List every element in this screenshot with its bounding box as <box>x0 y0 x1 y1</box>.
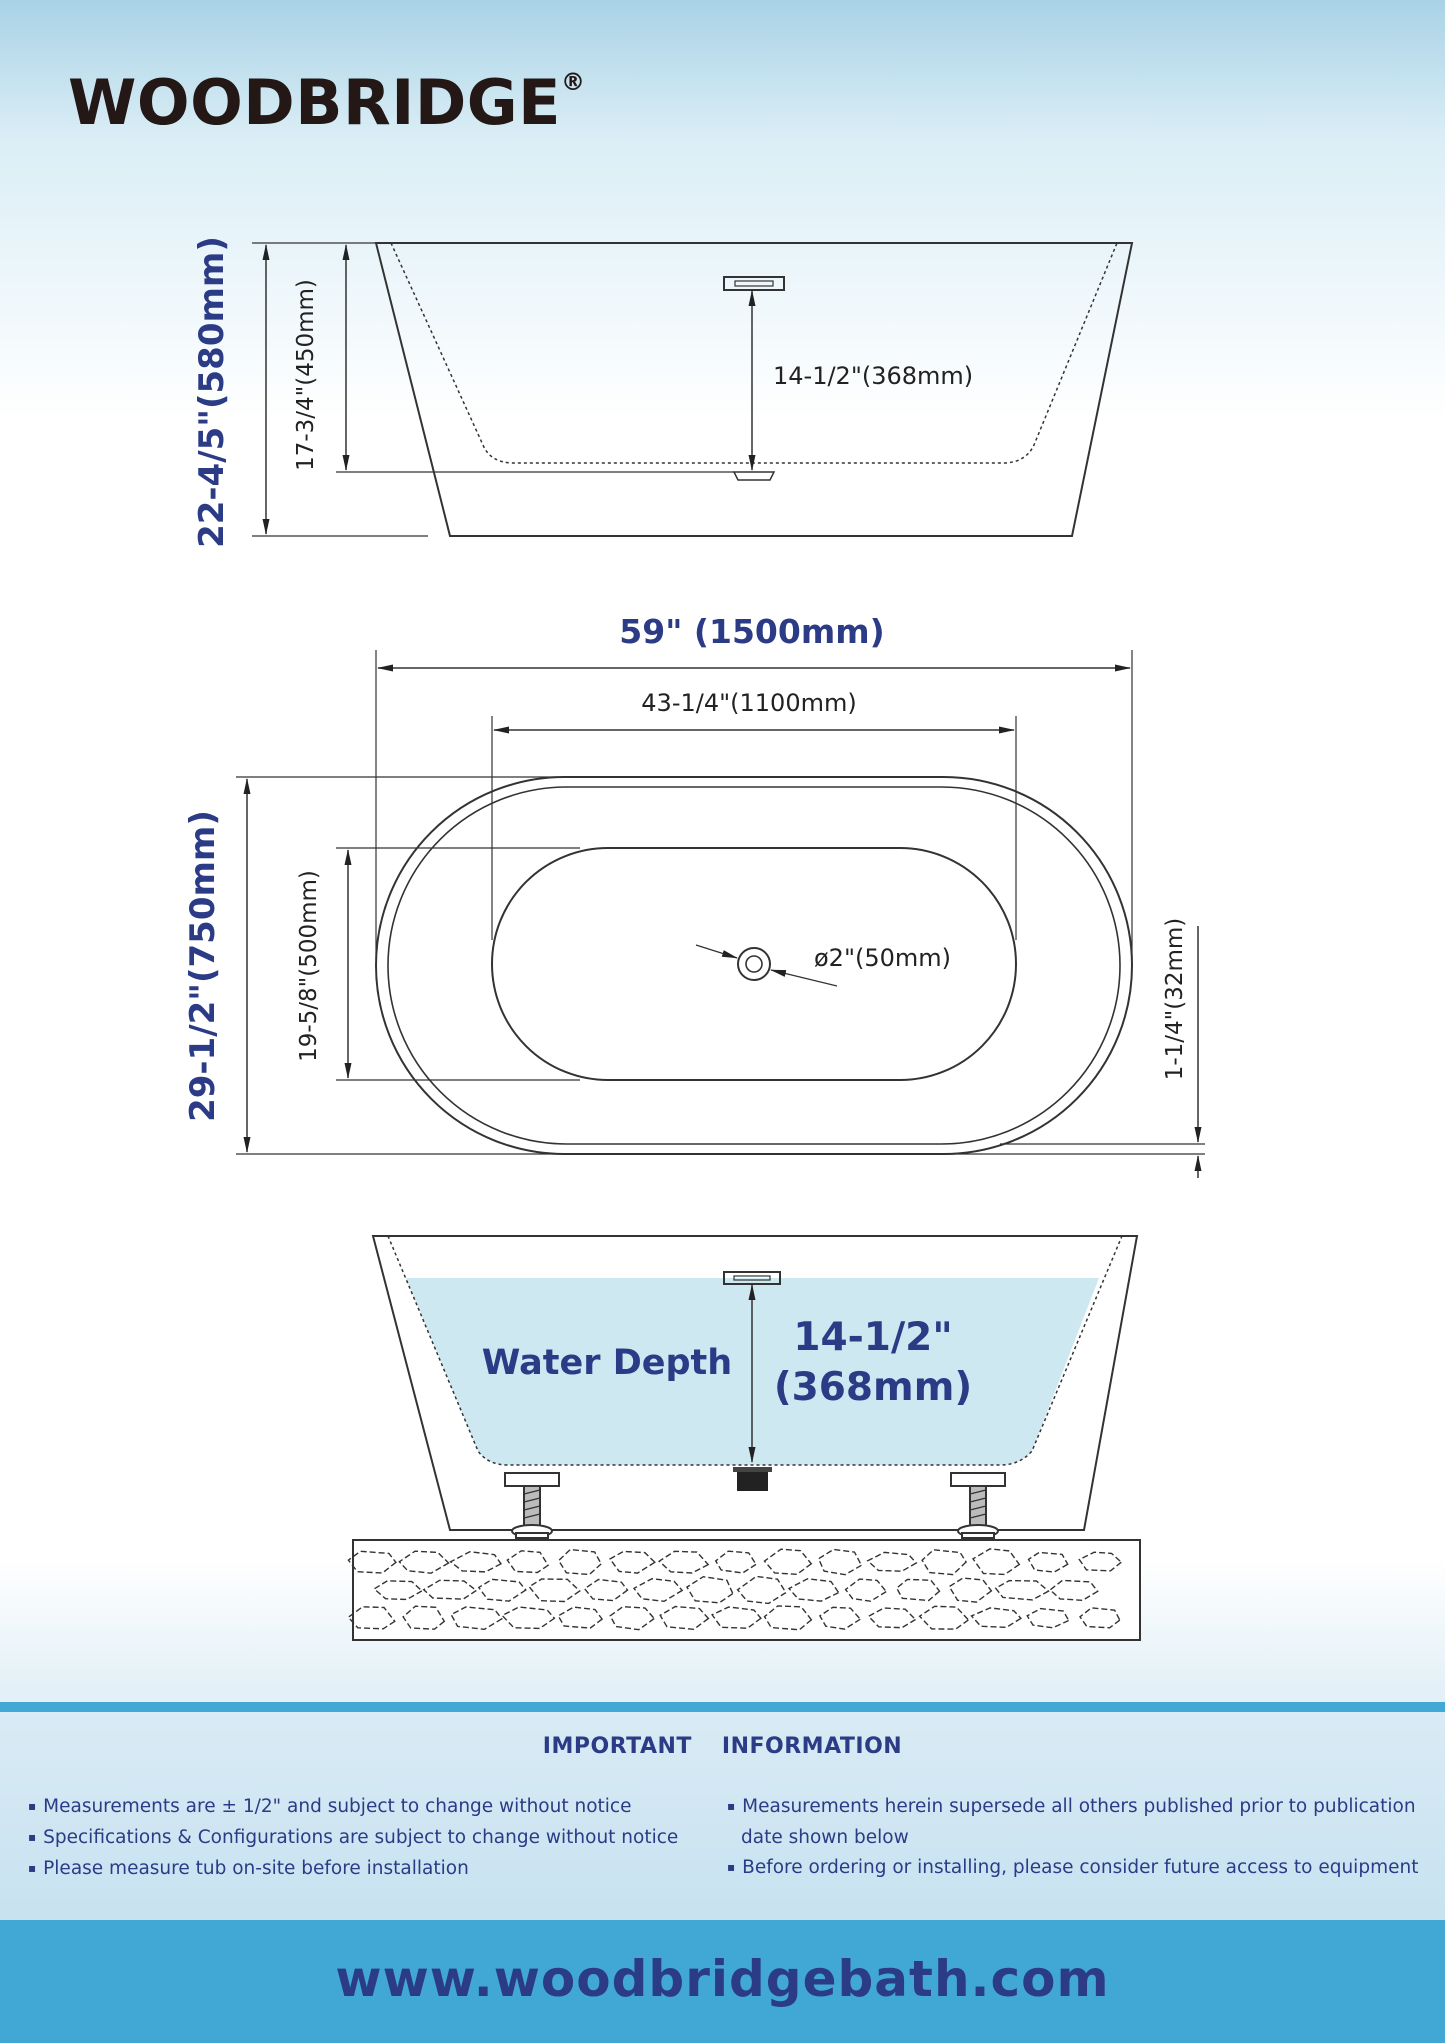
stone <box>659 1605 710 1631</box>
info-item: Measurements are ± 1/2" and subject to c… <box>28 1792 718 1823</box>
stone <box>557 1606 604 1629</box>
stone <box>477 1578 527 1602</box>
overflow-depth-label: 14-1/2"(368mm) <box>773 362 973 390</box>
water-depth-view <box>347 1235 1141 1641</box>
stone <box>583 1578 629 1602</box>
overall-length-label: 59" (1500mm) <box>619 612 884 651</box>
stone <box>763 1548 813 1576</box>
water-depth-label: Water Depth <box>482 1343 732 1383</box>
stone <box>398 1550 450 1574</box>
website-link[interactable]: www.woodbridgebath.com <box>335 1950 1110 2008</box>
stone <box>1027 1551 1069 1573</box>
registered-mark: ® <box>561 68 586 96</box>
stone-floor <box>347 1539 1141 1641</box>
top-view <box>236 650 1205 1178</box>
stone <box>866 1551 918 1572</box>
stone <box>658 1550 710 1574</box>
stone <box>347 1606 396 1630</box>
interior-width-label: 19-5/8"(500mm) <box>296 870 322 1062</box>
stone <box>918 1605 970 1630</box>
stone <box>1026 1607 1070 1629</box>
important-information-panel: IMPORTANT INFORMATION Measurements are ± … <box>0 1702 1445 1920</box>
footer-bar: www.woodbridgebath.com <box>0 1920 1445 2043</box>
water-view-tub-outline <box>371 1235 1139 1531</box>
rim-thickness-label: 1-1/4"(32mm) <box>1162 918 1188 1081</box>
water-depth-mm: (368mm) <box>774 1365 972 1410</box>
info-left-column: Measurements are ± 1/2" and subject to c… <box>28 1792 718 1885</box>
stone <box>608 1550 656 1574</box>
stone <box>736 1575 787 1605</box>
total-height-label: 22-4/5"(580mm) <box>192 236 232 548</box>
stone <box>994 1579 1050 1601</box>
stone <box>402 1605 446 1630</box>
stone <box>787 1578 840 1602</box>
stone <box>867 1607 917 1629</box>
interior-depth-label: 17-3/4"(450mm) <box>293 279 319 471</box>
stone <box>557 1548 603 1576</box>
stone <box>711 1606 762 1629</box>
stone <box>1079 1607 1121 1629</box>
stone <box>609 1605 656 1631</box>
stone <box>763 1605 813 1631</box>
stone <box>506 1550 550 1574</box>
stone <box>817 1548 863 1576</box>
stone <box>347 1550 397 1574</box>
stone <box>450 1606 503 1631</box>
stone <box>948 1577 993 1603</box>
side-view <box>252 242 1134 537</box>
stone <box>895 1578 941 1602</box>
info-right-column: Measurements herein supersede all others… <box>727 1792 1432 1884</box>
stone <box>528 1578 581 1603</box>
info-item: Before ordering or installing, please co… <box>727 1853 1432 1884</box>
stone <box>818 1606 862 1630</box>
side-view-tub-outline <box>374 242 1134 537</box>
water-view-interior-dashed <box>387 1235 1123 1466</box>
stone <box>632 1577 684 1603</box>
brand-logo: WOODBRIDGE® <box>68 66 586 139</box>
drain-fitting-side <box>732 471 776 481</box>
tub-foot-right <box>950 1472 1006 1539</box>
stone <box>921 1549 967 1576</box>
drain-diameter-label: ø2"(50mm) <box>814 944 951 972</box>
stone <box>449 1550 503 1573</box>
tub-outer-rim <box>375 776 1133 1155</box>
stone <box>971 1548 1021 1576</box>
drain-inner <box>745 955 763 973</box>
info-heading: IMPORTANT INFORMATION <box>0 1734 1445 1759</box>
water-depth-inches: 14-1/2" <box>793 1315 952 1360</box>
stone <box>714 1550 757 1574</box>
info-item: Measurements herein supersede all others… <box>727 1792 1432 1853</box>
info-item: Specifications & Configurations are subj… <box>28 1823 718 1854</box>
stone <box>373 1580 424 1601</box>
overall-width-label: 29-1/2"(750mm) <box>183 810 223 1122</box>
drain-body <box>737 1469 768 1491</box>
stone <box>970 1607 1022 1629</box>
stone <box>685 1575 734 1604</box>
overflow-fitting <box>723 276 785 291</box>
drain-outer <box>737 947 771 981</box>
tub-foot-left <box>504 1472 560 1539</box>
tub-rim-inner-edge <box>387 786 1121 1145</box>
info-heading-information: INFORMATION <box>721 1734 903 1759</box>
stone <box>422 1579 478 1600</box>
technical-drawing: 22-4/5"(580mm) 17-3/4"(450mm) 14-1/2"(36… <box>183 236 1205 1641</box>
stone <box>844 1578 888 1602</box>
info-item: Please measure tub on-site before instal… <box>28 1854 718 1885</box>
interior-length-label: 43-1/4"(1100mm) <box>641 689 856 717</box>
stone <box>1078 1551 1123 1572</box>
tub-basin <box>491 847 1017 1081</box>
side-view-interior-dashed <box>390 242 1118 464</box>
info-heading-important: IMPORTANT <box>542 1734 692 1759</box>
brand-name: WOODBRIDGE <box>68 66 562 139</box>
